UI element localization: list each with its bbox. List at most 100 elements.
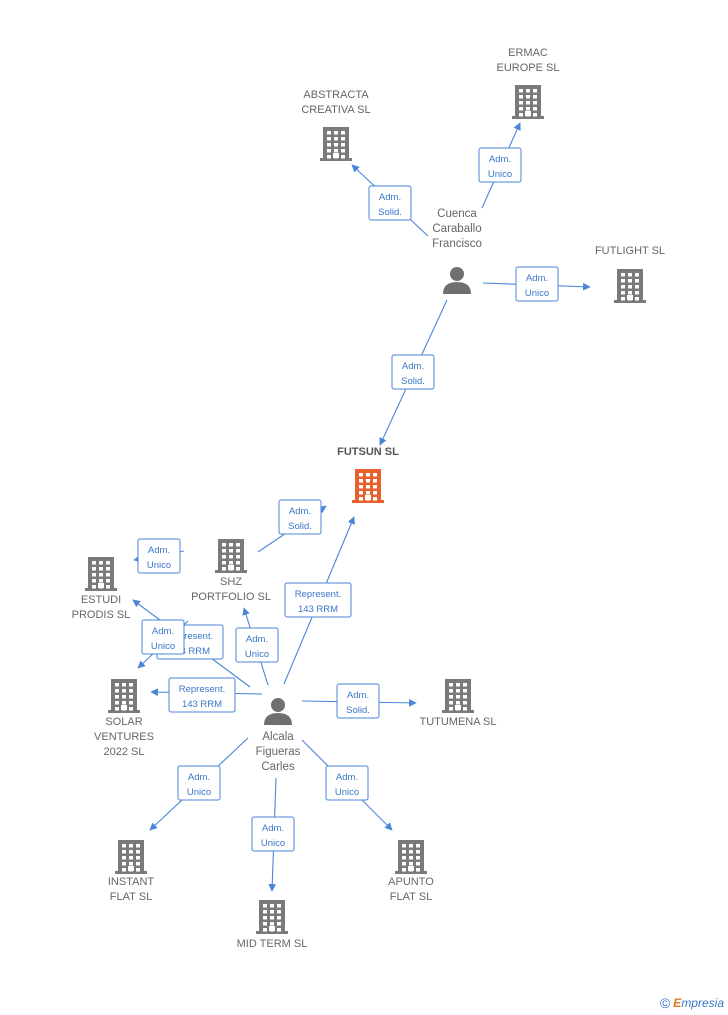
edge-label-text: Adm. [289,506,311,517]
edge-label-cuenca-ermac[interactable]: Adm.Unico [478,147,522,183]
edge-label-alcala-futsun-rep[interactable]: Represent. 143 RRM [284,582,352,618]
company-label: ESTUDI [81,594,121,606]
edge-label-text: Adm. [379,192,401,203]
building-icon [85,557,117,591]
edge-label-alcala-instant[interactable]: Adm.Unico [177,765,221,801]
edge-label-box [251,816,295,852]
company-node-futlight[interactable]: FUTLIGHT SL [595,245,665,303]
edge-label-text: Unico [245,649,269,660]
edge-label-box [478,147,522,183]
edge-label-text: Unico [335,787,359,798]
edge-label-text: Unico [525,288,549,299]
edge-label-box [284,582,352,618]
edge-label-text: 143 RRM [170,646,210,657]
company-label: PORTFOLIO SL [191,591,271,603]
edge-label-alcala-tutumena[interactable]: Adm. Solid. [336,683,380,719]
company-node-midterm[interactable]: MID TERM SL [237,900,308,950]
company-label: PRODIS SL [72,609,131,621]
company-label: ABSTRACTA [303,89,369,101]
company-node-futsun[interactable]: FUTSUN SL [337,446,399,503]
edge-label-cuenca-futlight[interactable]: Adm. Unico [515,266,559,302]
edge-label-text: Adm. [526,273,548,284]
building-icon [215,539,247,573]
edge-label-text: Unico [488,169,512,180]
company-node-shz[interactable]: SHZ PORTFOLIO SL [191,539,271,603]
person-label: Carles [261,761,294,773]
edge-label-box [515,266,559,302]
edge-label-box [141,619,185,655]
edge-label-alcala-futsun-adm[interactable]: Adm. Solid. [278,499,322,535]
edge-label-text: 143 RRM [182,699,222,710]
edge-label-text: Solid. [378,207,402,218]
edge-label-box [177,765,221,801]
edge-label-alcala-estudi-adm[interactable]: Adm. Unico [137,538,181,574]
edge-label-text: Unico [147,560,171,571]
company-label: FUTSUN SL [337,446,399,458]
building-icon [352,469,384,503]
edge-label-text: Adm. [347,690,369,701]
brand-logo[interactable]: Empresia [673,996,724,1010]
edge-label-cuenca-abstracta[interactable]: Adm. Solid. [368,185,412,221]
edge-label-box [391,354,435,390]
company-label: 2022 SL [104,746,145,758]
building-icon [115,840,147,874]
edge-label-text: Solid. [401,376,425,387]
edge-label-text: Adm. [148,545,170,556]
company-label: FLAT SL [110,891,152,903]
person-label: Figueras [256,746,301,758]
person-label: Cuenca [437,208,477,220]
person-label: Alcala [262,731,294,743]
edge-label-text: Represent. [295,589,341,600]
person-icon [443,267,471,294]
edge-label-text: Adm. [262,823,284,834]
person-icon [264,698,292,725]
copyright-icon: © [659,995,671,1011]
company-label: ERMAC [508,47,548,59]
edge-label-box [235,627,279,663]
edge-label-text: 143 RRM [298,604,338,615]
person-label: Caraballo [432,223,481,235]
building-icon [320,127,352,161]
edge-labels-layer: Adm.UnicoAdm.Solid.Adm.UnicoAdm.Solid.Ad… [137,147,559,852]
company-label: INSTANT [108,876,155,888]
edge-label-box [278,499,322,535]
company-node-tutumena[interactable]: TUTUMENA SL [419,679,497,728]
edge-label-text: Unico [187,787,211,798]
company-node-instant[interactable]: INSTANT FLAT SL [108,840,155,903]
building-icon [614,269,646,303]
company-label: SHZ [220,576,242,588]
edge-label-text: Adm. [336,772,358,783]
edge-label-text: Solid. [346,705,370,716]
edge-label-alcala-solar-rep[interactable]: Represent. 143 RRM [168,677,236,713]
building-icon [395,840,427,874]
edge-label-alcala-solar-adm[interactable]: Adm.Unico [141,619,185,655]
edge-label-box [368,185,412,221]
edge-label-alcala-apunto[interactable]: Adm. Unico [325,765,369,801]
building-icon [256,900,288,934]
edge-label-text: Unico [151,641,175,652]
edge-label-cuenca-futsun[interactable]: Adm. Solid. [391,354,435,390]
company-label: CREATIVA SL [301,104,370,116]
edge-label-text: Adm. [246,634,268,645]
company-label: FUTLIGHT SL [595,245,665,257]
edge-label-box [336,683,380,719]
company-label: VENTURES [94,731,154,743]
company-label: APUNTO [388,876,434,888]
company-label: MID TERM SL [237,938,308,950]
edge-label-text: Represent. [179,684,225,695]
edge-label-text: Adm. [402,361,424,372]
copyright-footer: © Empresia [660,995,724,1011]
edge-label-text: Solid. [288,521,312,532]
edge-label-box [168,677,236,713]
person-label: Francisco [432,238,482,250]
edge-label-alcala-midterm[interactable]: Adm.Unico [251,816,295,852]
company-node-abstracta[interactable]: ABSTRACTA CREATIVA SL [301,89,371,161]
company-label: TUTUMENA SL [419,716,496,728]
edge-label-alcala-shz[interactable]: Adm. Unico [235,627,279,663]
company-node-estudi[interactable]: ESTUDI PRODIS SL [72,557,131,621]
